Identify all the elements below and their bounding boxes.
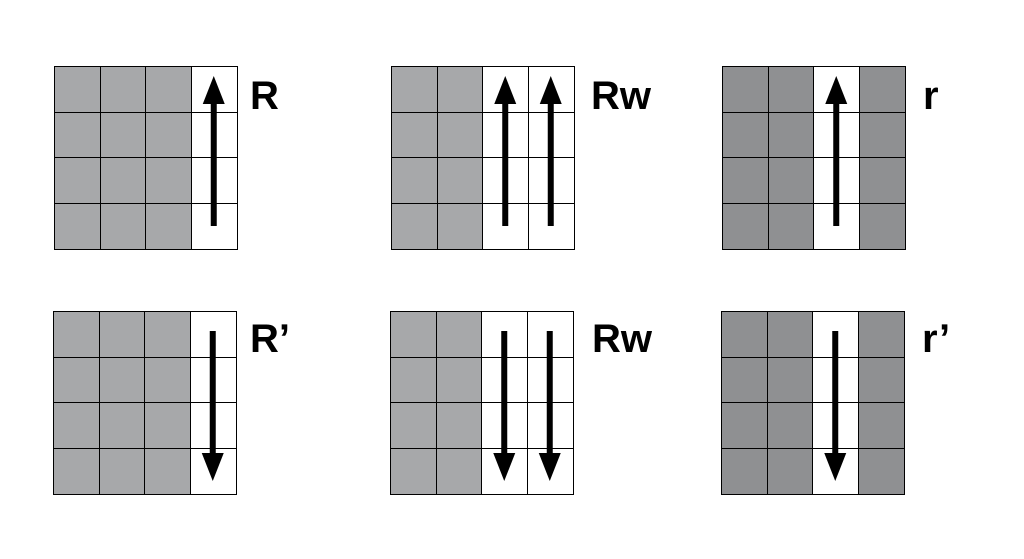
grid-cell xyxy=(768,67,814,113)
move-diagram-r-slice: r xyxy=(722,66,982,250)
grid-cell xyxy=(391,403,437,449)
grid-cell xyxy=(859,112,905,158)
grid-cell xyxy=(722,403,768,449)
move-label: Rw xyxy=(591,74,651,118)
grid-cell xyxy=(54,357,100,403)
grid-cell xyxy=(146,112,192,158)
move-diagram-r: R xyxy=(54,66,314,250)
arrow-up-icon xyxy=(494,76,517,226)
grid-cell xyxy=(99,357,145,403)
grid-cell xyxy=(391,357,437,403)
grid-cell xyxy=(767,403,813,449)
grid-cell xyxy=(722,357,768,403)
grid-cell xyxy=(145,448,191,494)
grid-cell xyxy=(392,203,438,249)
move-diagram-r-prime: R’ xyxy=(53,311,313,495)
grid-cell xyxy=(55,158,101,204)
move-diagram-rw: Rw xyxy=(391,66,681,250)
grid-cell xyxy=(767,448,813,494)
grid-cell xyxy=(391,312,437,358)
arrow-down-icon xyxy=(201,331,224,481)
move-label: Rw xyxy=(592,317,652,361)
grid-cell xyxy=(146,203,192,249)
grid-cell xyxy=(858,448,904,494)
cube-face-grid xyxy=(53,311,237,495)
grid-cell xyxy=(722,312,768,358)
arrow-down-icon xyxy=(824,331,847,481)
grid-cell xyxy=(391,448,437,494)
grid-cell xyxy=(768,203,814,249)
grid-cell xyxy=(55,112,101,158)
grid-cell xyxy=(858,357,904,403)
move-arrows xyxy=(202,76,225,226)
grid-cell xyxy=(55,67,101,113)
move-arrows xyxy=(493,331,561,481)
grid-cell xyxy=(859,67,905,113)
grid-cell xyxy=(723,203,769,249)
grid-cell xyxy=(54,403,100,449)
grid-cell xyxy=(437,203,483,249)
grid-cell xyxy=(437,112,483,158)
cube-face-grid xyxy=(391,66,575,250)
arrow-up-icon xyxy=(202,76,225,226)
move-arrows xyxy=(824,331,847,481)
grid-cell xyxy=(392,67,438,113)
grid-cell xyxy=(55,203,101,249)
grid-cell xyxy=(436,312,482,358)
grid-cell xyxy=(99,403,145,449)
move-label: R xyxy=(250,74,279,118)
arrow-down-icon xyxy=(493,331,516,481)
grid-cell xyxy=(392,158,438,204)
grid-cell xyxy=(100,112,146,158)
move-arrows xyxy=(201,331,224,481)
move-arrows xyxy=(494,76,562,226)
grid-cell xyxy=(436,357,482,403)
grid-cell xyxy=(146,67,192,113)
grid-cell xyxy=(768,112,814,158)
grid-cell xyxy=(54,448,100,494)
grid-cell xyxy=(859,158,905,204)
move-diagram-rw-down: Rw xyxy=(390,311,680,495)
move-label: r xyxy=(923,74,939,118)
grid-cell xyxy=(145,312,191,358)
grid-cell xyxy=(859,203,905,249)
grid-cell xyxy=(858,312,904,358)
grid-cell xyxy=(723,67,769,113)
grid-cell xyxy=(722,448,768,494)
grid-cell xyxy=(145,357,191,403)
arrow-up-icon xyxy=(825,76,848,226)
grid-cell xyxy=(767,312,813,358)
move-label: r’ xyxy=(922,317,951,361)
grid-cell xyxy=(858,403,904,449)
grid-cell xyxy=(99,312,145,358)
grid-cell xyxy=(392,112,438,158)
grid-cell xyxy=(437,158,483,204)
move-diagram-r-slice-prime: r’ xyxy=(721,311,981,495)
grid-cell xyxy=(767,357,813,403)
grid-cell xyxy=(100,203,146,249)
grid-cell xyxy=(99,448,145,494)
arrow-up-icon xyxy=(539,76,562,226)
grid-cell xyxy=(146,158,192,204)
move-arrows xyxy=(825,76,848,226)
arrow-down-icon xyxy=(538,331,561,481)
grid-cell xyxy=(723,112,769,158)
grid-cell xyxy=(768,158,814,204)
grid-cell xyxy=(436,448,482,494)
grid-cell xyxy=(436,403,482,449)
grid-cell xyxy=(100,158,146,204)
move-label: R’ xyxy=(250,317,290,361)
grid-cell xyxy=(54,312,100,358)
grid-cell xyxy=(145,403,191,449)
grid-cell xyxy=(100,67,146,113)
grid-cell xyxy=(723,158,769,204)
grid-cell xyxy=(437,67,483,113)
